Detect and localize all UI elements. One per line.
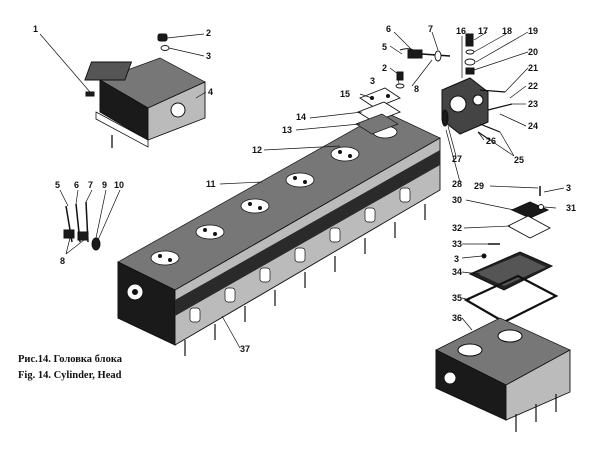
callout-numbers: 1 2 3 4 5 6 7 2 3 8 15 14 13 12 11 16 17… [33, 24, 576, 354]
callout-7: 7 [88, 180, 93, 190]
callout-5: 5 [55, 180, 60, 190]
callout-3: 3 [454, 254, 459, 264]
callout-29: 29 [474, 181, 484, 191]
callout-15: 15 [340, 89, 350, 99]
callout-23: 23 [528, 99, 538, 109]
callout-9: 9 [102, 180, 107, 190]
figure-caption-en: Fig. 14. Cylinder, Head [18, 370, 122, 381]
callout-12: 12 [252, 145, 262, 155]
callout-3: 3 [206, 51, 211, 61]
callout-27: 27 [452, 154, 462, 164]
callout-8: 8 [60, 256, 65, 266]
callout-19: 19 [528, 26, 538, 36]
inset-head-left [84, 57, 206, 148]
callout-4: 4 [208, 87, 213, 97]
callout-22: 22 [528, 81, 538, 91]
callout-31: 31 [566, 203, 576, 213]
callout-37: 37 [240, 344, 250, 354]
left-hardware [63, 201, 101, 251]
leader-lines [39, 31, 565, 349]
callout-17: 17 [478, 26, 488, 36]
callout-7: 7 [428, 24, 433, 34]
callout-21: 21 [528, 63, 538, 73]
right-side-parts [463, 186, 559, 324]
cylinder-head-main [117, 111, 441, 356]
callout-8: 8 [414, 84, 419, 94]
callout-1: 1 [33, 24, 38, 34]
callout-20: 20 [528, 47, 538, 57]
callout-13: 13 [282, 125, 292, 135]
callout-33: 33 [452, 239, 462, 249]
callout-2: 2 [206, 28, 211, 38]
callout-24: 24 [528, 121, 538, 131]
callout-5: 5 [382, 42, 387, 52]
thermostat-housing [441, 33, 513, 141]
callout-11: 11 [206, 179, 216, 189]
callout-32: 32 [452, 223, 462, 233]
callout-36: 36 [452, 313, 462, 323]
figure-caption-ru: Рис.14. Головка блока [18, 354, 122, 365]
callout-25: 25 [514, 155, 524, 165]
callout-2: 2 [382, 63, 387, 73]
callout-30: 30 [452, 195, 462, 205]
callout-35: 35 [452, 293, 462, 303]
callout-26: 26 [486, 136, 496, 146]
inset-head-bottom-right [435, 317, 571, 432]
top-center-hardware [355, 48, 451, 135]
callout-6: 6 [386, 24, 391, 34]
callout-16: 16 [456, 26, 466, 36]
callout-6: 6 [74, 180, 79, 190]
callout-14: 14 [296, 112, 306, 122]
callout-10: 10 [114, 180, 124, 190]
callout-18: 18 [502, 26, 512, 36]
callout-34: 34 [452, 267, 462, 277]
callout-3: 3 [370, 76, 375, 86]
callout-3: 3 [566, 183, 571, 193]
callout-28: 28 [452, 179, 462, 189]
